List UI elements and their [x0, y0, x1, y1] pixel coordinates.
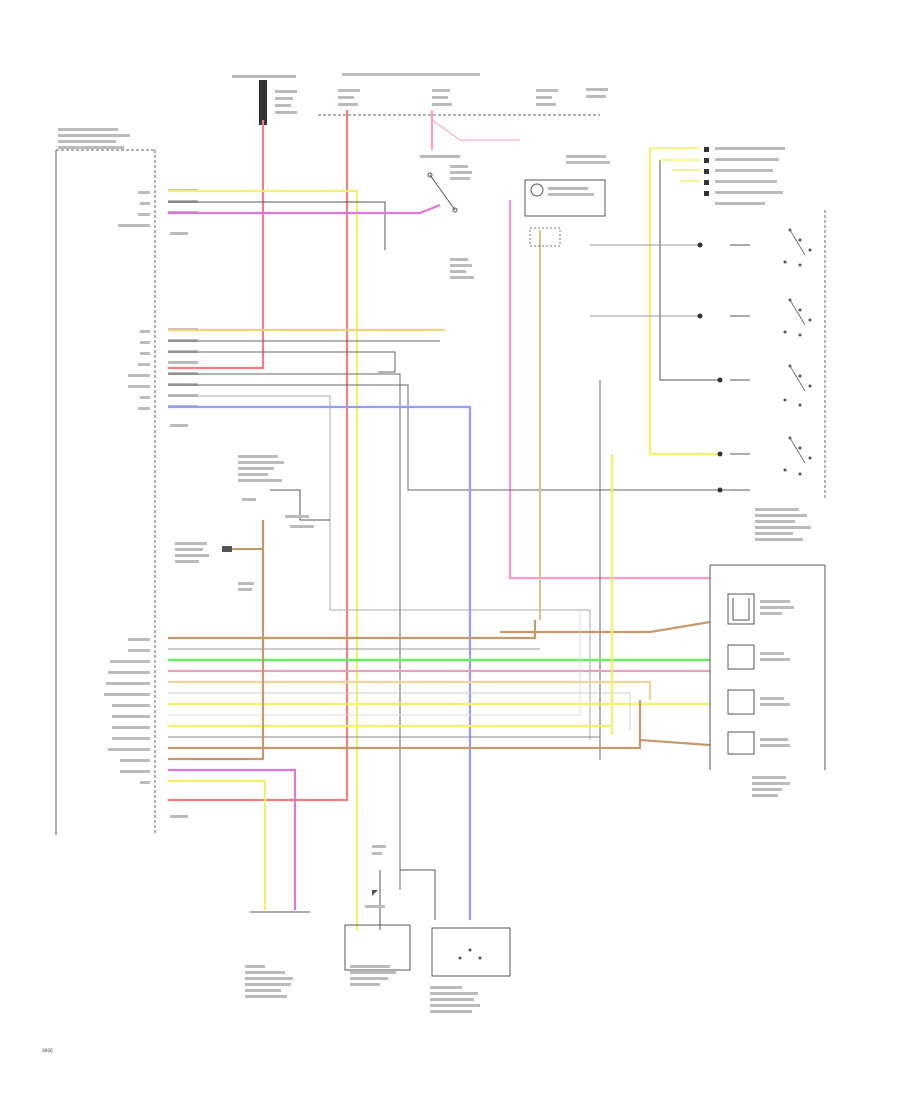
- brake-switch: [420, 155, 460, 213]
- cooling-fan-relay: [238, 455, 330, 528]
- powertrain-control-module: [55, 128, 156, 835]
- brake-labels: [450, 165, 474, 279]
- overdrive-indicator: [524, 155, 610, 247]
- overdrive-switch: [344, 845, 411, 986]
- transmission-solenoid-assembly: [709, 564, 826, 797]
- vehicle-speed-sensor: [245, 911, 310, 998]
- throttle-position-sensor: [430, 927, 511, 1013]
- wires: [168, 110, 750, 930]
- engine-speed-sensor: [175, 542, 263, 591]
- top-labels: [232, 73, 608, 114]
- transmission-range-switch: [697, 210, 826, 541]
- right-connector-legend: [650, 147, 785, 205]
- diagram-code: 0000: [42, 1048, 53, 1053]
- battery-feed-icon: [259, 80, 267, 125]
- pcm-pin-labels: [104, 189, 198, 818]
